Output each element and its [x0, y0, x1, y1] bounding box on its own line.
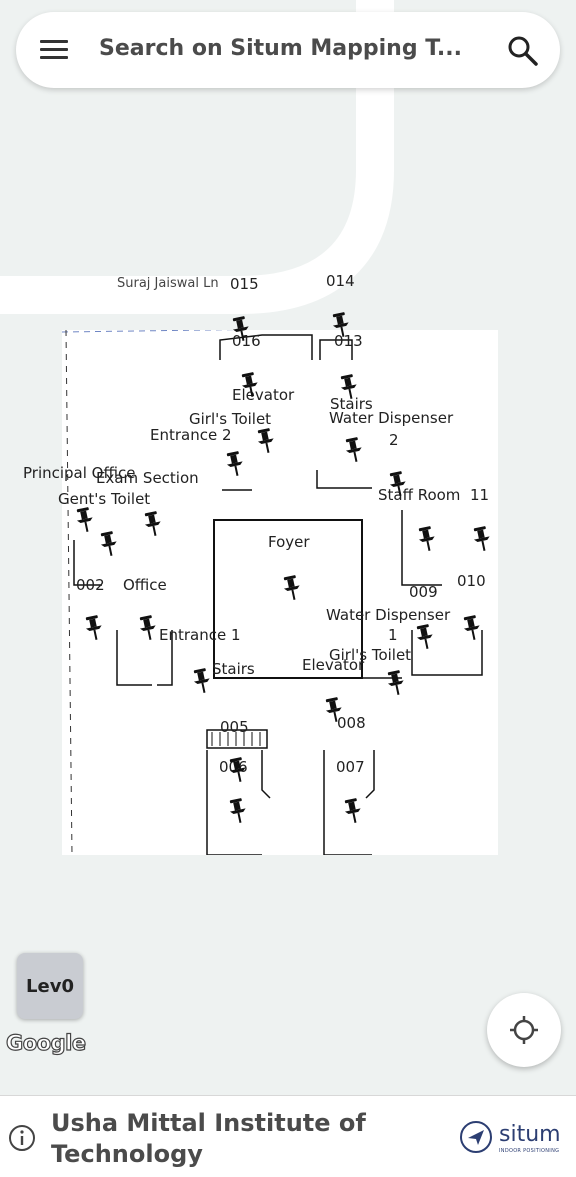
label-number-1: 1 [388, 626, 398, 644]
search-bar[interactable]: Search on Situm Mapping T... [16, 12, 560, 88]
pushpin-icon[interactable] [329, 312, 353, 338]
building-info-panel[interactable]: Usha Mittal Institute of Technology situ… [0, 1095, 576, 1177]
pushpin-icon[interactable] [238, 372, 262, 398]
room-label-011: 11 [470, 486, 490, 504]
menu-icon[interactable] [40, 40, 68, 60]
label-elevator-bottom: Elevator [302, 656, 365, 674]
situm-wordmark: situm [499, 1122, 561, 1147]
room-label-007: 007 [336, 758, 365, 776]
situm-tagline: INDOOR POSITIONING [499, 1148, 560, 1154]
label-elevator-top: Elevator [232, 386, 295, 404]
pushpin-icon[interactable] [141, 511, 165, 537]
room-label-009: 009 [409, 583, 438, 601]
room-label-015: 015 [230, 275, 259, 293]
road-label: Suraj Jaiswal Ln [117, 276, 219, 291]
pushpin-icon[interactable] [415, 526, 439, 552]
pushpin-icon[interactable] [190, 668, 214, 694]
pushpin-icon[interactable] [460, 615, 484, 641]
pushpin-icon[interactable] [82, 615, 106, 641]
room-label-013: 013 [334, 332, 363, 350]
room-label-014: 014 [326, 272, 355, 290]
room-label-002: 002 [76, 576, 105, 594]
search-input[interactable]: Search on Situm Mapping T... [99, 36, 462, 61]
pushpin-icon[interactable] [226, 798, 250, 824]
building-name: Usha Mittal Institute of Technology [51, 1109, 366, 1168]
map-roads [0, 0, 394, 314]
floor-plan-walls [62, 330, 483, 855]
room-label-008: 008 [337, 714, 366, 732]
pushpin-icon[interactable] [384, 670, 408, 696]
room-label-005: 005 [220, 718, 249, 736]
pushpin-icon[interactable] [136, 615, 160, 641]
label-gents-toilet: Gent's Toilet [58, 490, 151, 508]
label-principal-office: Principal Office [23, 464, 136, 482]
label-office: Office [123, 576, 167, 594]
map-view[interactable]: Suraj Jaiswal Ln 015 014 016 013 Elevato… [0, 0, 576, 1095]
pushpin-icon[interactable] [229, 316, 253, 342]
pushpin-icon[interactable] [226, 757, 250, 783]
floor-plan [62, 330, 498, 855]
pushpin-icon[interactable] [342, 437, 366, 463]
label-foyer: Foyer [268, 533, 310, 551]
label-number-2: 2 [389, 431, 399, 449]
pushpin-icon[interactable] [97, 531, 121, 557]
situm-logo: situm INDOOR POSITIONING [459, 1120, 569, 1164]
label-stairs-top: Stairs [330, 395, 373, 413]
pushpin-icon[interactable] [73, 507, 97, 533]
room-label-010: 010 [457, 572, 486, 590]
google-logo: Google [5, 1030, 86, 1055]
pushpin-icon[interactable] [470, 526, 494, 552]
label-girls-toilet-bottom: Girl's Toilet [329, 646, 412, 664]
pushpin-icon[interactable] [223, 451, 247, 477]
label-entrance-1: Entrance 1 [159, 626, 241, 644]
search-icon[interactable] [506, 34, 540, 68]
pushpin-icon[interactable] [413, 624, 437, 650]
pushpin-icon[interactable] [322, 697, 346, 723]
label-exam-section: Exam Section [96, 469, 199, 487]
label-stairs-bottom: Stairs [212, 660, 255, 678]
label-water-dispenser-2: Water Dispenser [329, 409, 454, 427]
situm-logo-icon [460, 1121, 492, 1153]
label-girls-toilet-top: Girl's Toilet [189, 410, 272, 428]
pushpin-icon[interactable] [386, 471, 410, 497]
locate-button[interactable] [487, 993, 561, 1067]
info-icon[interactable] [8, 1124, 36, 1152]
room-label-016: 016 [232, 332, 261, 350]
pushpin-icon[interactable] [280, 575, 304, 601]
pushpin-icon[interactable] [341, 798, 365, 824]
locate-icon [510, 1016, 538, 1044]
label-water-dispenser-1: Water Dispenser [326, 606, 451, 624]
label-entrance-2: Entrance 2 [150, 426, 232, 444]
pushpin-icon[interactable] [254, 428, 278, 454]
level-selector-button[interactable]: Lev0 [17, 953, 83, 1019]
pushpin-icon[interactable] [337, 374, 361, 400]
